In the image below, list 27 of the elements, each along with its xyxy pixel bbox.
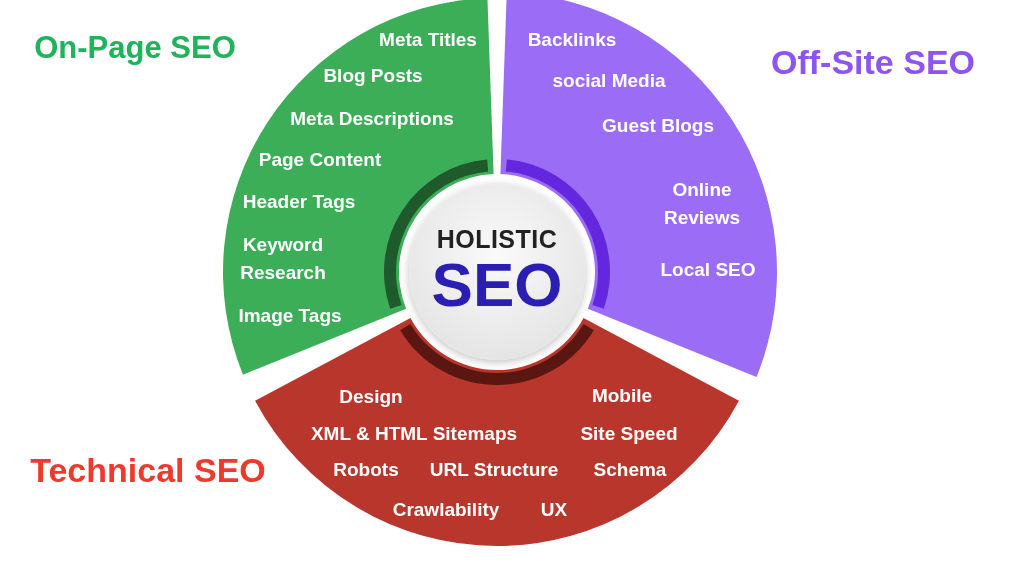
segment-item: Image Tags <box>238 304 342 329</box>
segment-item: Header Tags <box>242 190 356 215</box>
segment-item: Page Content <box>258 148 382 173</box>
segment-item: Mobile <box>591 384 653 409</box>
segment-item: Site Speed <box>580 422 678 447</box>
center-circle <box>409 184 585 360</box>
center-subtitle: HOLISTIC <box>436 226 558 252</box>
segment-item: Blog Posts <box>323 64 423 89</box>
segment-item: Online Reviews <box>662 178 741 230</box>
segment-heading: On-Page SEO <box>34 30 236 66</box>
segment-item: Local SEO <box>660 258 756 283</box>
segment-item: Meta Descriptions <box>290 107 454 132</box>
segment-item: UX <box>540 498 568 523</box>
segment-heading: Technical SEO <box>30 450 266 490</box>
segment-item: social Media <box>552 69 666 94</box>
segment-item: XML & HTML Sitemaps <box>310 422 518 447</box>
segment-item: Keyword Research <box>239 233 327 285</box>
segment-item: Design <box>339 385 403 410</box>
segment-heading: Off-Site SEO <box>771 42 975 82</box>
segment-item: Meta Titles <box>379 28 477 53</box>
segment-item: Backlinks <box>527 28 617 53</box>
segment-item: Crawlability <box>392 498 500 523</box>
segment-item: URL Structure <box>429 458 559 483</box>
center-title: SEO <box>431 251 563 318</box>
segment-item: Guest Blogs <box>602 114 714 139</box>
segment-item: Schema <box>593 458 667 483</box>
segment-item: Robots <box>333 458 399 483</box>
